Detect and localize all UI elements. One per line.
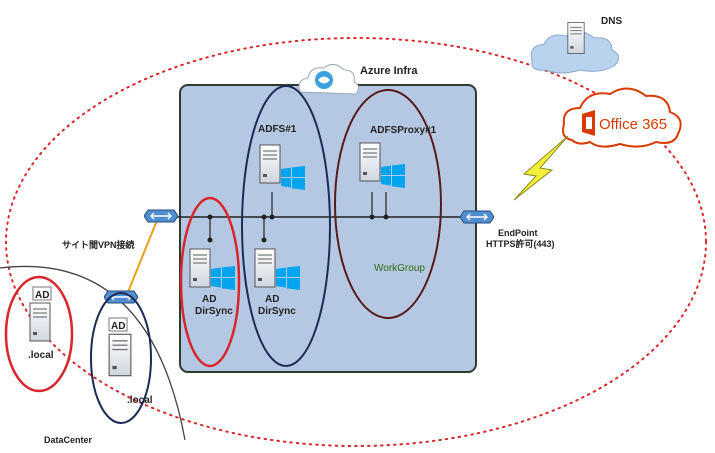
junction-dot [207,214,213,220]
workgroup-label: WorkGroup [374,263,425,274]
windows-logo-icon [381,164,405,188]
endpoint-https-label: HTTPS許可(443) [486,238,555,249]
dc-ad-left-label-box [32,286,52,301]
vpn-label: サイト間VPN接続 [62,239,135,250]
ad-dirsync-1-label-a: AD [202,294,216,305]
vpn-link-line [127,217,159,293]
adfs-label: ADFS#1 [258,124,297,135]
azure-cloud-icon [298,64,360,95]
junction-dot [269,214,275,220]
endpoint-router-icon [460,210,494,224]
ad-dirsync-2-server-icon [254,248,276,288]
dc-ad-right-server-icon [108,333,132,377]
adfs-group-ellipse [241,85,331,367]
ad-dirsync-1-server-icon [189,248,211,288]
ad-dirsync-group-ellipse [179,196,241,368]
office-logo-icon [582,110,595,136]
junction-dot [261,214,267,220]
dns-label: DNS [601,16,622,27]
azure-infra-label: Azure Infra [360,65,418,77]
ad-dirsync-2-label-a: AD [265,294,279,305]
ad-dirsync-2-label-b: DirSync [258,306,296,317]
windows-logo-icon [281,166,305,190]
dc-ad-right-label: AD [111,321,125,332]
endpoint-label: EndPoint [498,228,538,238]
dc-ad-left-ellipse [4,275,74,393]
lightning-icon [513,135,569,201]
windows-logo-icon [211,266,235,290]
adfsproxy-server-icon [359,142,381,182]
adfsproxy-label: ADFSProxy#1 [370,125,437,136]
office365-label: Office 365 [599,116,667,133]
vpn-gateway-router-icon [144,209,178,223]
connectivity-ellipse [5,37,707,447]
dc-ad-left-label: AD [35,290,49,301]
connectors [209,192,387,240]
junction-dot [369,214,375,220]
junction-dot [207,237,213,243]
dc-ad-right-ellipse [90,292,152,424]
adfs-server-icon [259,144,281,184]
junction-dot [261,237,267,243]
ad-dirsync-1-label-b: DirSync [195,306,233,317]
dc-ad-left-server-icon [29,302,51,342]
junction-dot [383,214,389,220]
dc-ad-right-label-box [108,317,128,332]
windows-logo-icon [276,266,300,290]
datacenter-label: DataCenter [44,435,93,445]
dc-local-left-label: .local [28,350,54,361]
dns-server-icon [567,21,585,55]
adfsproxy-group-ellipse [334,89,442,319]
dc-local-right-label: .local [127,395,153,406]
